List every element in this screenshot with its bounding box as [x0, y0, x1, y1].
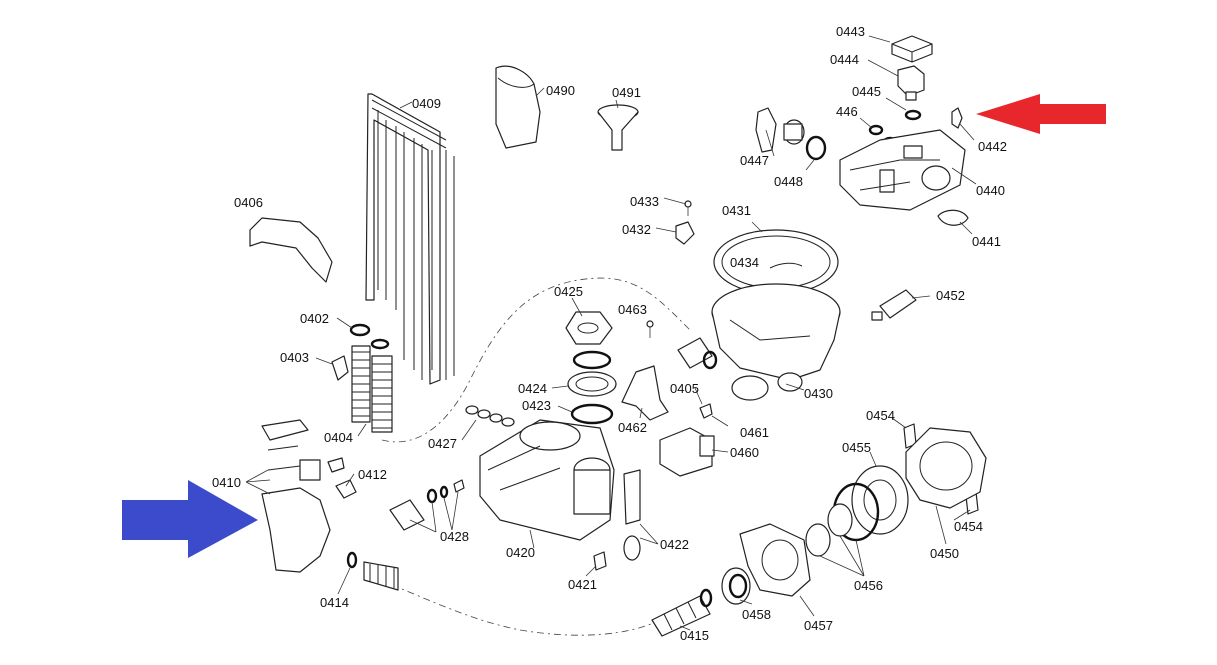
label-0442: 0442 — [978, 139, 1007, 154]
part-0404-spring-hoses[interactable] — [351, 338, 393, 433]
part-0447-valve-connector[interactable] — [755, 107, 805, 153]
label-0423: 0423 — [522, 398, 551, 413]
label-0456: 0456 — [854, 578, 883, 593]
label-0445: 0445 — [852, 84, 881, 99]
part-0442-clip[interactable] — [951, 107, 963, 129]
label-0457: 0457 — [804, 618, 833, 633]
label-0448: 0448 — [774, 174, 803, 189]
label-0427: 0427 — [428, 436, 457, 451]
part-0441-clamp[interactable] — [937, 209, 969, 226]
part-0433-screw[interactable] — [684, 200, 692, 216]
part-0406-cover[interactable] — [249, 217, 333, 283]
part-0457-pump-housing[interactable] — [739, 523, 811, 597]
part-number-labels: 0443 0444 0445 446 0442 0447 0448 0440 0… — [212, 24, 1007, 643]
label-0420: 0420 — [506, 545, 535, 560]
blue-arrow-indicator — [122, 480, 258, 558]
part-0420-tank[interactable] — [479, 419, 615, 541]
label-446: 446 — [836, 104, 858, 119]
label-0403: 0403 — [280, 350, 309, 365]
part-0458-seal[interactable] — [721, 567, 751, 605]
label-0463: 0463 — [618, 302, 647, 317]
label-0405: 0405 — [670, 381, 699, 396]
label-0410: 0410 — [212, 475, 241, 490]
label-0425: 0425 — [554, 284, 583, 299]
part-0425-nut[interactable] — [565, 311, 613, 345]
leader-lines — [245, 35, 977, 631]
part-0490-jug[interactable] — [495, 65, 541, 149]
part-0424-ring[interactable] — [567, 371, 617, 397]
part-0422-float[interactable] — [623, 469, 641, 561]
part-0412-connector[interactable] — [327, 457, 357, 499]
part-0462-bracket[interactable] — [621, 365, 669, 421]
part-0440-valve-block[interactable] — [839, 129, 966, 211]
part-446-oring[interactable] — [868, 124, 884, 136]
label-0440: 0440 — [976, 183, 1005, 198]
label-0402: 0402 — [300, 311, 329, 326]
label-0490: 0490 — [546, 83, 575, 98]
part-0434-filter-clip[interactable] — [769, 262, 803, 269]
label-0460: 0460 — [730, 445, 759, 460]
part-0445-oring[interactable] — [904, 109, 922, 121]
label-0433: 0433 — [630, 194, 659, 209]
part-0421-clip[interactable] — [593, 551, 607, 571]
part-0463-screw[interactable] — [646, 320, 654, 338]
part-0443-cover[interactable] — [891, 35, 933, 63]
label-0454-bottom: 0454 — [954, 519, 983, 534]
label-0406: 0406 — [234, 195, 263, 210]
label-0447: 0447 — [740, 153, 769, 168]
part-0423-oring[interactable] — [570, 403, 614, 425]
label-0415: 0415 — [680, 628, 709, 643]
label-0430: 0430 — [804, 386, 833, 401]
label-0444: 0444 — [830, 52, 859, 67]
part-0405-clip[interactable] — [699, 403, 713, 419]
part-0450-motor[interactable] — [905, 427, 987, 509]
label-0434: 0434 — [730, 255, 759, 270]
label-0412: 0412 — [358, 467, 387, 482]
drain-hose-dashed-path-2 — [391, 584, 661, 636]
part-0414-hose[interactable] — [346, 551, 399, 591]
label-0409: 0409 — [412, 96, 441, 111]
label-0424: 0424 — [518, 381, 547, 396]
label-0414: 0414 — [320, 595, 349, 610]
part-0403-clip[interactable] — [331, 355, 349, 381]
part-0455-impeller-housing[interactable] — [851, 465, 909, 535]
label-0454-top: 0454 — [866, 408, 895, 423]
part-0427-caps[interactable] — [465, 405, 515, 427]
label-0461: 0461 — [740, 425, 769, 440]
label-0443: 0443 — [836, 24, 865, 39]
label-0452: 0452 — [936, 288, 965, 303]
label-0431: 0431 — [722, 203, 751, 218]
part-0432-bracket[interactable] — [675, 221, 695, 245]
label-0491: 0491 — [612, 85, 641, 100]
part-0460-pump[interactable] — [659, 427, 715, 477]
part-0424-ring-inner — [575, 376, 609, 392]
part-0430-sump[interactable] — [711, 283, 841, 401]
part-0415-hose[interactable] — [651, 588, 713, 637]
part-0410-valve-assembly[interactable] — [261, 419, 331, 573]
label-0421: 0421 — [568, 577, 597, 592]
label-0404: 0404 — [324, 430, 353, 445]
label-0462: 0462 — [618, 420, 647, 435]
part-0448-oring[interactable] — [805, 135, 827, 161]
red-arrow-indicator — [976, 94, 1106, 134]
label-0428: 0428 — [440, 529, 469, 544]
drain-hose-dashed-path — [381, 277, 691, 443]
label-0432: 0432 — [622, 222, 651, 237]
part-0424-oring[interactable] — [572, 350, 612, 370]
label-0441: 0441 — [972, 234, 1001, 249]
part-0444-sensor[interactable] — [897, 65, 925, 101]
part-0409-tube-assembly[interactable] — [365, 93, 455, 385]
label-0450: 0450 — [930, 546, 959, 561]
label-0458: 0458 — [742, 607, 771, 622]
part-0491-funnel[interactable] — [597, 104, 639, 151]
label-0422: 0422 — [660, 537, 689, 552]
part-0452-sensor[interactable] — [871, 289, 917, 321]
part-0461-hose[interactable] — [677, 337, 718, 370]
part-0402-oring[interactable] — [349, 323, 371, 337]
label-0455: 0455 — [842, 440, 871, 455]
